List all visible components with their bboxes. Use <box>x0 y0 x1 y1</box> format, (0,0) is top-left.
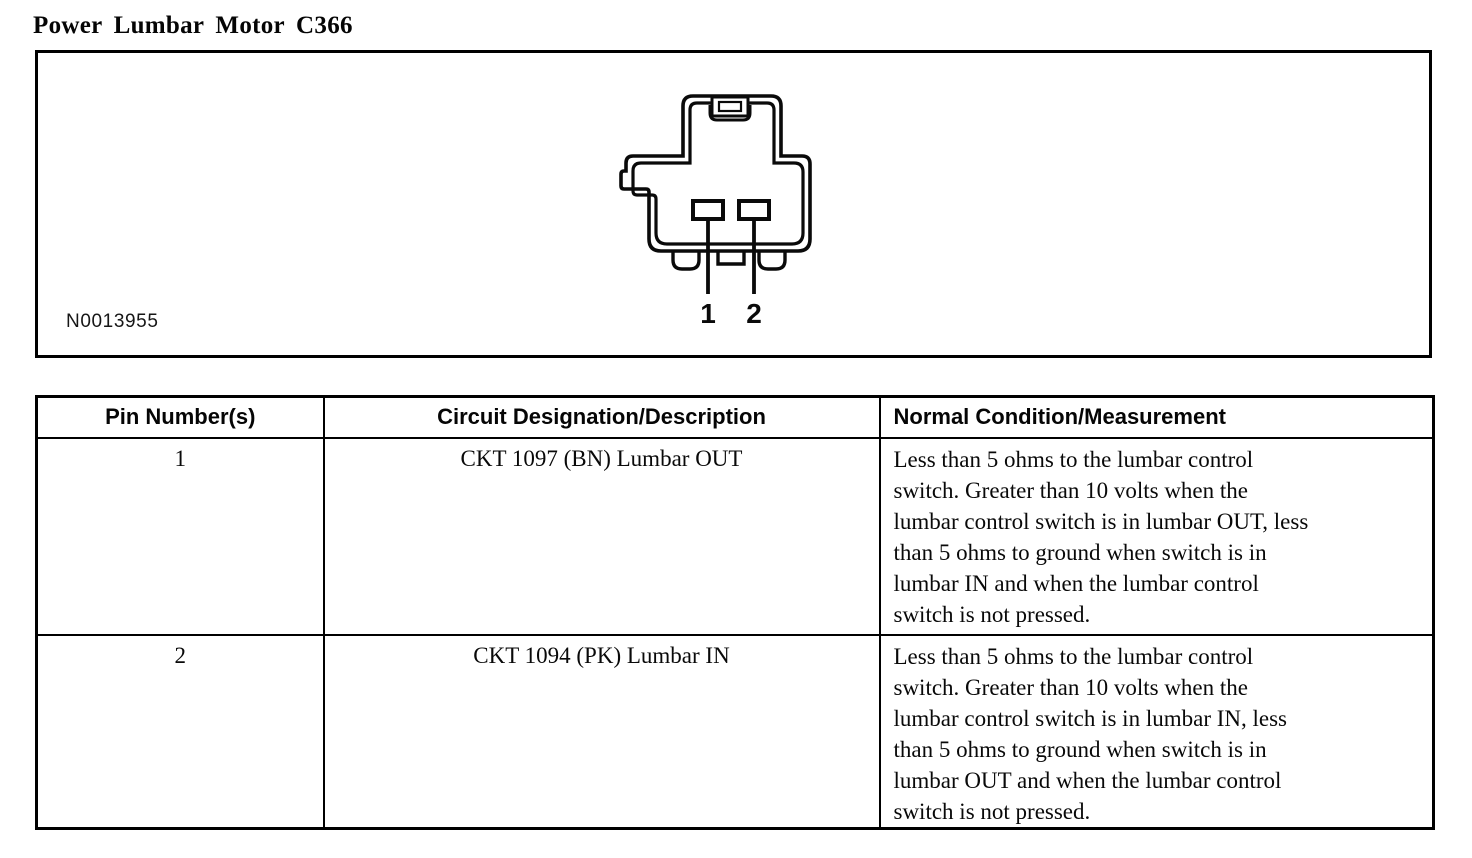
bottom-left-bump <box>671 252 701 271</box>
pin-1-circuit-cell: CKT 1097 (BN) Lumbar OUT <box>322 436 881 636</box>
table-row-pin-1: 1 CKT 1097 (BN) Lumbar OUT Less than 5 o… <box>35 436 1435 636</box>
connector-outer-outline <box>619 94 812 253</box>
pin-1-condition-cell: Less than 5 ohms to the lumbar control s… <box>878 436 1435 636</box>
figure-image-number: N0013955 <box>66 311 159 332</box>
header-circuit-designation: Circuit Designation/Description <box>322 395 881 439</box>
connector-figure-frame: 1 2 N0013955 <box>35 50 1432 358</box>
pin-2-number-cell: 2 <box>35 633 325 830</box>
bottom-center-tab <box>716 252 746 266</box>
latch-outer <box>710 95 750 118</box>
connector-inner-outline <box>631 101 805 246</box>
connector-diagram: 1 2 <box>619 94 812 329</box>
table-header-row: Pin Number(s) Circuit Designation/Descri… <box>35 395 1435 439</box>
pin-measurement-table: Pin Number(s) Circuit Designation/Descri… <box>35 395 1435 830</box>
header-normal-condition: Normal Condition/Measurement <box>878 395 1435 439</box>
table-row-pin-2: 2 CKT 1094 (PK) Lumbar IN Less than 5 oh… <box>35 633 1435 830</box>
latch-inner <box>717 100 743 113</box>
pin-2-label: 2 <box>746 298 762 329</box>
page-title: Power Lumbar Motor C366 <box>33 12 353 39</box>
pin-1-number-cell: 1 <box>35 436 325 636</box>
pin-2-condition-cell: Less than 5 ohms to the lumbar control s… <box>878 633 1435 830</box>
bottom-right-bump <box>757 252 787 271</box>
pin-2-cavity <box>737 199 771 221</box>
pin-1-label: 1 <box>700 298 716 329</box>
pin-2-circuit-cell: CKT 1094 (PK) Lumbar IN <box>322 633 881 830</box>
pin-1-cavity <box>691 199 725 221</box>
latch-recess-outline <box>708 105 752 122</box>
header-pin-numbers: Pin Number(s) <box>35 395 325 439</box>
